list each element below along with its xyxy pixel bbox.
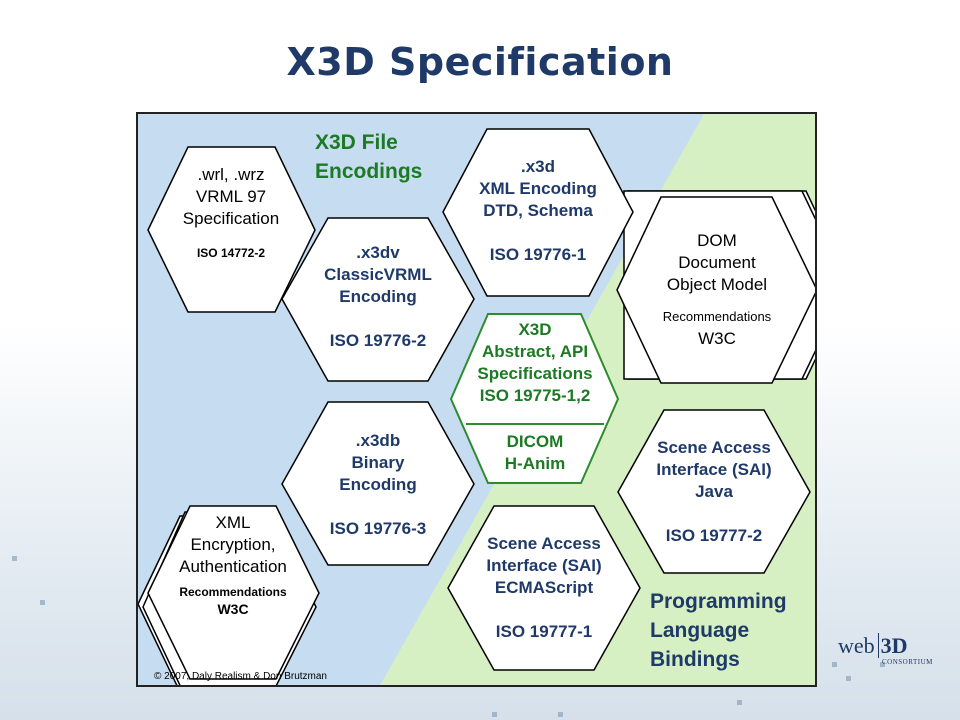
x3db-hexagon bbox=[281, 401, 475, 566]
decor-dot bbox=[40, 600, 45, 605]
sai-java-hexagon bbox=[617, 409, 811, 574]
file-encodings-label: X3D File Encodings bbox=[315, 131, 423, 183]
xml-enc-hexagon bbox=[147, 505, 320, 680]
decor-dot bbox=[12, 556, 17, 561]
diagram-frame: X3D File Encodings Programming Language … bbox=[136, 112, 817, 687]
diagram-background bbox=[138, 114, 815, 685]
abstract-hexagon bbox=[449, 313, 620, 484]
decor-dot bbox=[846, 676, 851, 681]
x3d-xml-text: .x3d XML Encoding DTD, Schema ISO 19776-… bbox=[479, 157, 597, 264]
xml-enc-text: XML Encryption, Authentication Recommend… bbox=[179, 513, 287, 617]
dom-hexagon bbox=[616, 196, 815, 384]
copyright-text: © 2007, Daly Realism & Don Brutzman bbox=[154, 671, 327, 682]
programming-bindings-label: Programming Language Bindings bbox=[650, 590, 787, 671]
decor-dot bbox=[832, 662, 837, 667]
page-title: X3D Specification bbox=[286, 40, 674, 84]
x3d-xml-hexagon bbox=[442, 128, 634, 297]
x3dv-hexagon bbox=[281, 217, 475, 382]
decor-dot bbox=[558, 712, 563, 717]
x3db-text: .x3db Binary Encoding ISO 19776-3 bbox=[329, 431, 427, 538]
sai-ecma-hexagon bbox=[447, 505, 641, 671]
abstract-text: X3D Abstract, API Specifications ISO 197… bbox=[477, 320, 593, 405]
sai-java-text: Scene Access Interface (SAI) Java ISO 19… bbox=[656, 438, 772, 545]
x3dv-text: .x3dv ClassicVRML Encoding ISO 19776-2 bbox=[324, 243, 432, 350]
dom-text: DOM Document Object Model Recommendation… bbox=[662, 231, 772, 348]
abstract-lower-text: DICOM H-Anim bbox=[504, 432, 566, 473]
vrml97-hexagon bbox=[147, 146, 316, 313]
sai-ecma-text: Scene Access Interface (SAI) ECMAScript … bbox=[486, 534, 602, 641]
vrml97-text: .wrl, .wrz VRML 97 Specification ISO 147… bbox=[182, 165, 280, 260]
decor-dot bbox=[737, 700, 742, 705]
decor-dot bbox=[492, 712, 497, 717]
decor-dot bbox=[880, 662, 885, 667]
